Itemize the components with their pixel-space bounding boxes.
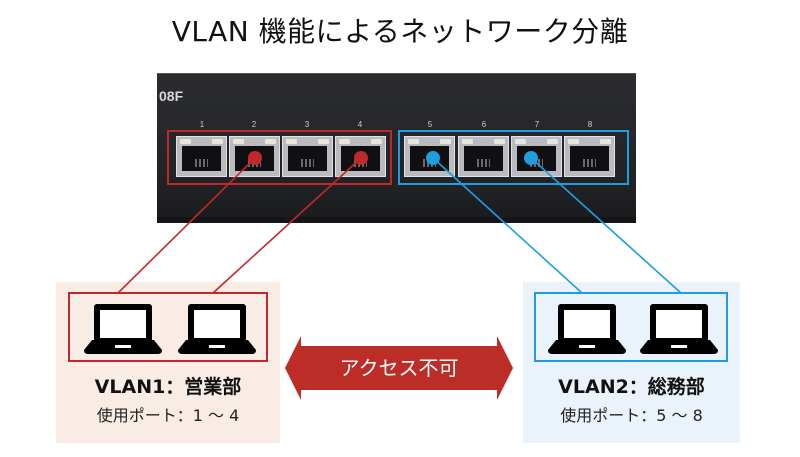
laptop-icon [84, 304, 162, 354]
vlan2-port-group [398, 130, 629, 185]
port-number: 5 [427, 120, 433, 129]
ethernet-port-6 [458, 136, 509, 177]
ethernet-port-3 [282, 136, 333, 177]
vlan2-panel: VLAN2：総務部 使用ポート：5 〜 8 [523, 282, 740, 443]
vlan2-port-range: 使用ポート：5 〜 8 [560, 406, 703, 425]
network-switch: 08F 1 2 3 4 5 6 7 8 [157, 73, 636, 223]
laptop-icon [640, 304, 718, 354]
vlan2-connection-line [432, 157, 583, 294]
port-number: 6 [481, 120, 487, 129]
laptop-icon [178, 304, 256, 354]
vlan1-port-marker [354, 151, 368, 165]
port-number: 7 [534, 120, 540, 129]
switch-model-label: 08F [159, 88, 184, 104]
ethernet-port-1 [176, 136, 227, 177]
vlan2-device-group [534, 292, 728, 362]
vlan2-port-marker [524, 151, 538, 165]
vlan1-port-marker [248, 151, 262, 165]
vlan2-connection-line [530, 157, 682, 294]
vlan1-device-group [68, 292, 268, 362]
laptop-icon [548, 304, 626, 354]
port-number: 2 [251, 120, 257, 129]
vlan2-label: VLAN2：総務部 [558, 376, 705, 398]
port-number: 8 [587, 120, 593, 129]
port-number: 4 [357, 120, 363, 129]
diagram-title: VLAN 機能によるネットワーク分離 [171, 15, 629, 48]
port-number: 1 [199, 120, 205, 129]
vlan1-port-group [167, 130, 392, 185]
vlan1-connection-line [212, 157, 362, 294]
port-number: 3 [304, 120, 310, 129]
vlan1-label: VLAN1：営業部 [94, 376, 242, 398]
vlan2-port-marker [426, 151, 440, 165]
double-arrow-icon [285, 336, 513, 400]
switch-bottom-edge [157, 217, 636, 223]
vlan1-port-range: 使用ポート：1 〜 4 [96, 406, 240, 425]
vlan1-panel: VLAN1：営業部 使用ポート：1 〜 4 [56, 282, 280, 443]
access-denied-label: アクセス不可 [339, 356, 459, 380]
ethernet-port-8 [564, 136, 615, 177]
vlan1-connection-line [117, 157, 256, 294]
